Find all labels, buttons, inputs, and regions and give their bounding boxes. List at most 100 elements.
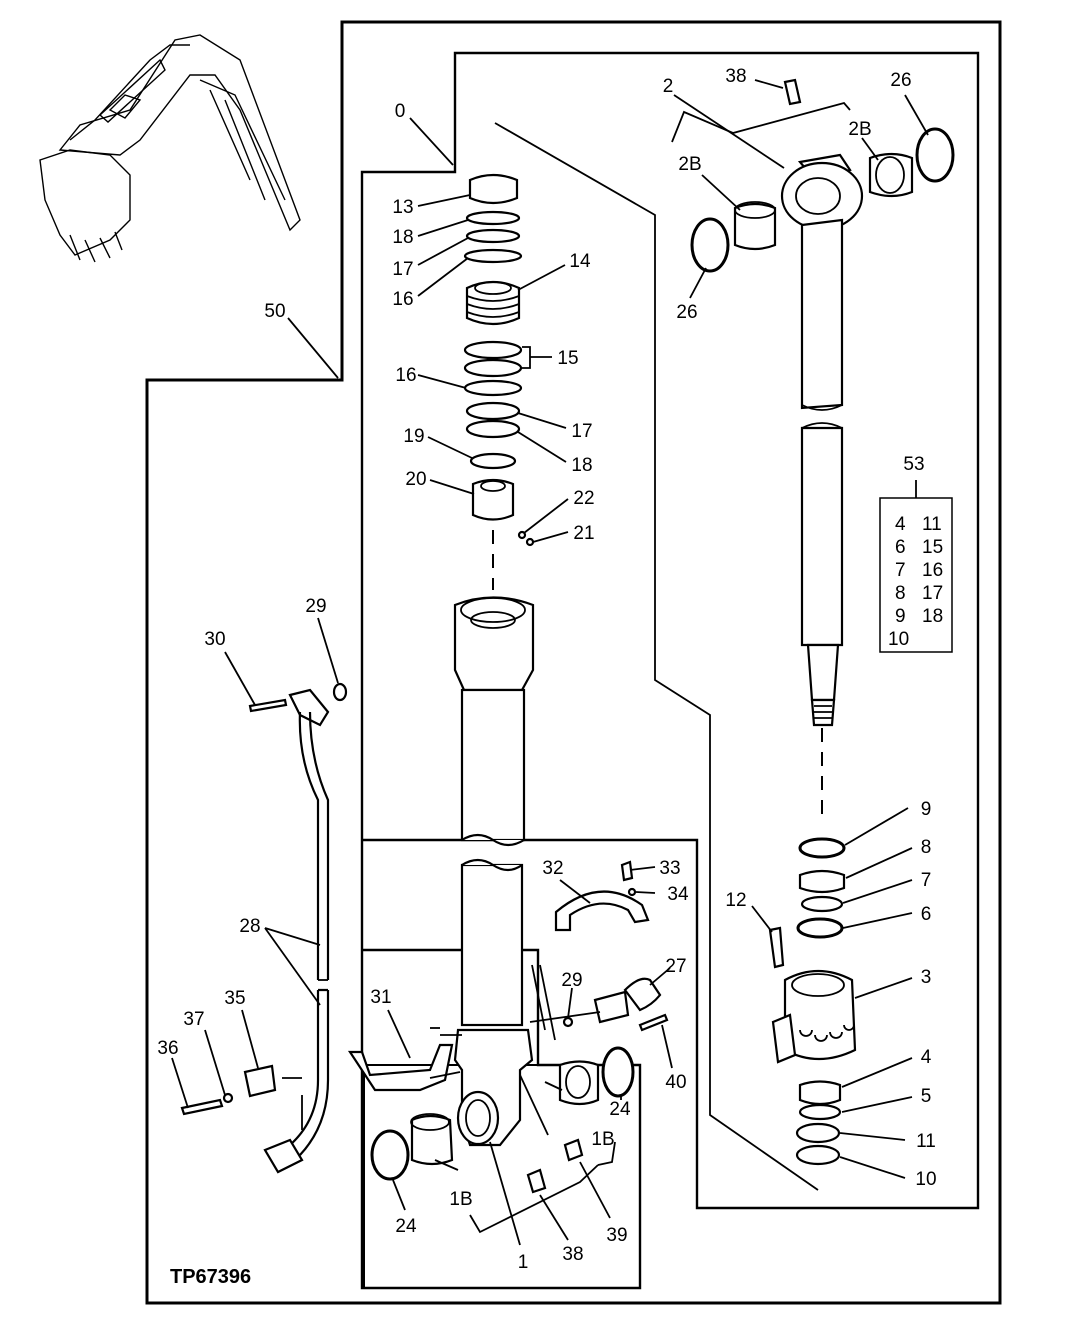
callout-34: 34 <box>667 884 689 905</box>
kit-53-row6-a: 10 <box>888 629 909 650</box>
callout-0: 0 <box>395 101 406 122</box>
part-29-oring-lower <box>562 1016 574 1028</box>
part-27-elbow-fitting <box>593 977 662 1024</box>
callout-36: 36 <box>157 1038 178 1059</box>
part-15-ring-b <box>463 358 523 378</box>
part-10-ring <box>795 1144 841 1166</box>
part-6-ring <box>796 917 844 939</box>
callout-21: 21 <box>573 523 594 544</box>
callout-19: 19 <box>403 426 424 447</box>
callout-20: 20 <box>405 469 426 490</box>
callout-14: 14 <box>569 251 591 272</box>
part-26-seal-left <box>690 217 730 273</box>
callout-29-lower: 29 <box>561 970 582 991</box>
callout-2B-right: 2B <box>848 119 871 140</box>
callout-24-left: 24 <box>395 1216 417 1237</box>
kit-53-label: 53 <box>903 454 924 475</box>
part-34-washer <box>627 887 637 897</box>
part-33-bolt <box>620 860 634 882</box>
kit-53-row5-b: 18 <box>922 606 943 627</box>
part-29-oring-upper <box>332 682 348 702</box>
part-24-seal-left <box>370 1129 410 1181</box>
piston-stack <box>768 837 857 1166</box>
part-1-cylinder-barrel <box>453 596 535 1147</box>
callout-38-lower: 38 <box>562 1244 583 1265</box>
part-2B-bushing-right <box>868 152 914 198</box>
part-38-grease-fitting-top <box>783 78 802 106</box>
callout-24-right: 24 <box>609 1099 631 1120</box>
part-17-ring-top <box>465 228 521 244</box>
callout-22: 22 <box>573 488 594 509</box>
callout-2: 2 <box>663 76 674 97</box>
part-22-ball <box>517 530 527 540</box>
callout-12: 12 <box>725 890 746 911</box>
callout-3: 3 <box>921 967 932 988</box>
callout-9: 9 <box>921 799 932 820</box>
part-8-seal <box>798 869 846 894</box>
part-13-wiper-seal <box>468 173 519 205</box>
leader-lines <box>171 79 929 1246</box>
callout-18-lower: 18 <box>571 455 592 476</box>
part-5-ring <box>798 1103 842 1121</box>
callout-28: 28 <box>239 916 260 937</box>
part-16-ring-top <box>463 248 523 264</box>
figure-id: TP67396 <box>170 1266 251 1288</box>
callout-33: 33 <box>659 858 680 879</box>
callout-13: 13 <box>392 197 413 218</box>
kit-53-row4-b: 17 <box>922 583 943 604</box>
part-21-setscrew <box>525 537 535 547</box>
callout-40: 40 <box>665 1072 686 1093</box>
callout-6: 6 <box>921 904 932 925</box>
callout-11: 11 <box>916 1131 936 1152</box>
part-1B-bushing-left <box>410 1113 454 1166</box>
callout-1B-right: 1B <box>591 1129 614 1150</box>
part-24-seal-right <box>601 1046 635 1098</box>
part-18-ring-top <box>465 210 521 226</box>
callout-16-top: 16 <box>392 289 413 310</box>
part-38-grease-fitting-lower <box>526 1168 547 1194</box>
kit-53-table: 53 4 11 6 15 7 16 8 17 9 18 10 <box>879 454 953 653</box>
part-36-bolt <box>180 1098 224 1116</box>
kit-frame-50 <box>145 20 1002 1305</box>
kit-53-row1-a: 4 <box>895 514 906 535</box>
part-40-bolt <box>638 1013 669 1032</box>
callout-7: 7 <box>921 870 932 891</box>
part-19-ring <box>469 452 517 470</box>
callout-2B-left: 2B <box>678 154 701 175</box>
part-31-clamp-bracket <box>347 1043 454 1092</box>
callout-30: 30 <box>204 629 225 650</box>
kit-53-row5-a: 9 <box>895 606 906 627</box>
callout-27: 27 <box>665 956 686 977</box>
kit-53-row2-b: 15 <box>922 537 943 558</box>
kit-53-row1-b: 11 <box>922 514 942 535</box>
part-30-bolt-upper <box>248 698 288 713</box>
part-2-piston-rod <box>780 153 864 727</box>
part-12-bolt <box>768 926 785 969</box>
part-28-tube <box>263 688 330 1174</box>
part-39-fitting <box>563 1138 584 1162</box>
callout-1: 1 <box>518 1252 529 1273</box>
part-18-ring-lower <box>465 419 521 439</box>
callout-26-left: 26 <box>676 302 697 323</box>
callout-50: 50 <box>264 301 285 322</box>
callout-16-lower: 16 <box>395 365 416 386</box>
part-2B-bushing-left <box>733 201 777 251</box>
callout-26-right: 26 <box>890 70 911 91</box>
callout-17-top: 17 <box>392 259 413 280</box>
callout-17-lower: 17 <box>571 421 592 442</box>
callout-18-top: 18 <box>392 227 413 248</box>
part-1B-bushing-right <box>558 1060 600 1106</box>
gland-seal-stack <box>463 173 535 547</box>
kit-53-row2-a: 6 <box>895 537 906 558</box>
part-7-ring <box>800 895 844 913</box>
part-37-washer <box>222 1092 234 1104</box>
kit-53-row4-a: 8 <box>895 583 906 604</box>
part-32-clamp-top <box>554 890 650 932</box>
part-17-ring-lower <box>465 401 521 421</box>
callout-15: 15 <box>557 348 578 369</box>
kit-53-row3-a: 7 <box>895 560 906 581</box>
callout-8: 8 <box>921 837 932 858</box>
callout-35: 35 <box>224 988 245 1009</box>
part-16-ring-lower <box>463 379 523 397</box>
